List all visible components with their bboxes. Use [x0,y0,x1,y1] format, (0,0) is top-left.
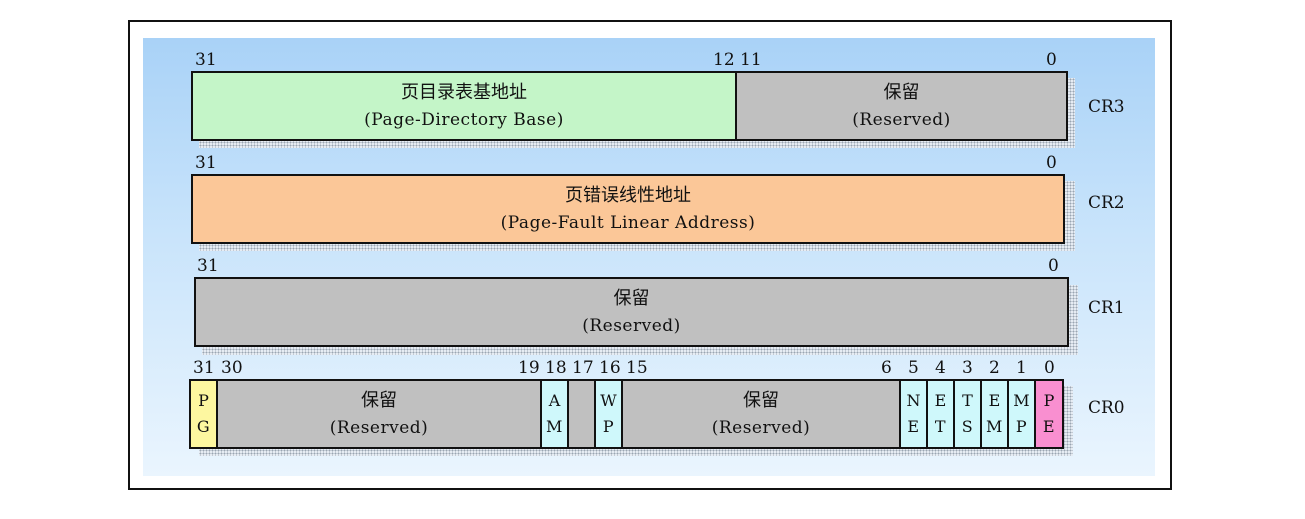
cr0-pe-letter-2: E [1042,417,1056,436]
cr0-et-flag: E T [928,379,955,449]
cr0-reserved-low-label-en: (Reserved) [711,418,811,438]
cr3-register-name: CR3 [1088,97,1125,117]
cr0-mp-letter-2: P [1015,417,1028,436]
cr0-ne-flag: N E [901,379,928,449]
cr3-reserved-label-en: (Reserved) [852,110,951,130]
cr0-mp-letter-1: M [1013,391,1030,410]
cr0-register-name: CR0 [1088,398,1125,418]
cr1-register-name: CR1 [1088,298,1125,318]
cr0-mp-flag: M P [1009,379,1036,449]
cr2-address-label-cn: 页错误线性地址 [565,185,691,206]
cr0-am-letter-2: M [546,417,563,436]
cr0-reserved-high-label-cn: 保留 [361,390,397,411]
cr0-bit-18: 18 [545,358,567,378]
cr0-bit-16: 16 [599,358,621,378]
cr0-em-letter-2: M [986,417,1003,436]
cr0-bit-6: 6 [881,358,892,378]
cr0-reserved-high-label-en: (Reserved) [329,418,429,438]
cr0-pg-flag: P G [189,379,218,449]
cr0-wp-letter-2: P [602,417,615,436]
cr0-bit-0: 0 [1044,358,1055,378]
cr0-bit-19: 19 [518,358,540,378]
cr2-page-fault-address-field: 页错误线性地址 (Page-Fault Linear Address) [191,174,1065,244]
cr0-am-letter-1: A [548,391,561,410]
cr0-bit-15: 15 [626,358,648,378]
cr0-ne-letter-1: N [906,391,921,410]
cr2-register-name: CR2 [1088,193,1125,213]
cr3-reserved-field: 保留 (Reserved) [737,71,1068,141]
cr0-bit-1: 1 [1016,358,1027,378]
cr0-pe-letter-1: P [1043,391,1055,410]
cr0-bit-31: 31 [193,358,215,378]
cr3-page-directory-base-field: 页目录表基地址 (Page-Directory Base) [191,71,737,141]
cr3-base-label-en: (Page-Directory Base) [364,110,564,130]
cr0-bit-4: 4 [935,358,946,378]
cr0-pe-flag: P E [1036,379,1064,449]
cr3-bit-0: 0 [1046,50,1057,70]
cr1-reserved-label-cn: 保留 [613,288,650,309]
cr0-bit-5: 5 [908,358,919,378]
cr3-base-label-cn: 页目录表基地址 [401,82,527,103]
cr2-bit-0: 0 [1046,153,1057,173]
cr0-am-flag: A M [542,379,569,449]
cr0-ts-letter-1: T [962,391,973,410]
cr0-pg-letter-1: P [198,391,209,410]
cr0-et-letter-2: T [934,417,947,436]
cr3-bit-11: 11 [740,50,762,70]
cr0-reserved-high-field: 保留 (Reserved) [218,379,542,449]
cr0-bit17-reserved-field [569,379,596,449]
cr0-ts-flag: T S [955,379,982,449]
cr0-et-letter-1: E [934,391,947,410]
cr0-ts-letter-2: S [961,417,974,436]
cr0-reserved-low-label-cn: 保留 [743,390,779,411]
cr1-bit-31: 31 [197,256,219,276]
cr3-bit-12: 12 [713,50,735,70]
cr0-pg-letter-2: G [196,417,211,436]
cr0-reserved-low-field: 保留 (Reserved) [623,379,901,449]
cr0-bit-30: 30 [221,358,243,378]
cr0-em-flag: E M [982,379,1009,449]
cr0-bit-2: 2 [989,358,1000,378]
cr2-address-label-en: (Page-Fault Linear Address) [500,213,756,233]
cr1-reserved-field: 保留 (Reserved) [194,277,1069,347]
cr3-bit-31: 31 [195,50,217,70]
cr0-em-letter-1: E [988,391,1001,410]
cr0-ne-letter-2: E [907,417,920,436]
cr0-wp-flag: W P [596,379,623,449]
cr0-bit-17: 17 [572,358,594,378]
cr1-reserved-label-en: (Reserved) [582,316,681,336]
cr2-bit-31: 31 [195,153,217,173]
cr1-bit-0: 0 [1048,256,1059,276]
cr0-bit-3: 3 [962,358,973,378]
cr0-wp-letter-1: W [600,391,617,410]
cr3-reserved-label-cn: 保留 [883,82,920,103]
